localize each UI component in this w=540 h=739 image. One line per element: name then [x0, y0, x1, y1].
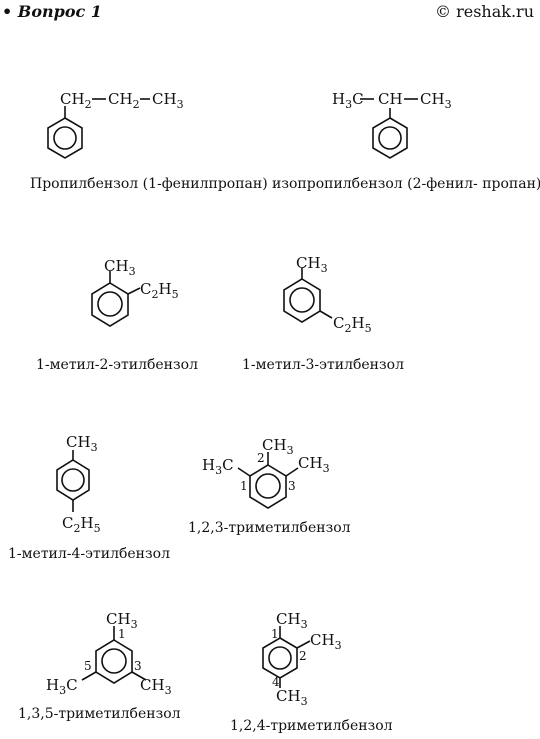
tm123-ch3-top: CH3: [262, 436, 294, 457]
caption-1-methyl-3-ethylbenzene: 1-метил-3-этилбензол: [242, 357, 404, 373]
caption-1-methyl-2-ethylbenzene: 1-метил-2-этилбензол: [36, 357, 198, 373]
propyl-ch2-1: CH2: [60, 90, 92, 111]
structure-1-2-4-trimethylbenzene: CH3 CH3 CH3 1 2 4: [262, 610, 342, 708]
tm124-ch3-top: CH3: [276, 610, 308, 631]
caption-1-2-4-trimethylbenzene: 1,2,4-триметилбензол: [230, 718, 393, 734]
structure-isopropylbenzene: H3C CH CH3: [332, 90, 452, 159]
tm123-h3c-left: H3C: [202, 456, 234, 477]
tm124-pos-1: 1: [271, 627, 279, 641]
m3e-ch3: CH3: [296, 254, 328, 275]
tm123-ch3-right: CH3: [298, 454, 330, 475]
isopropyl-ch: CH: [378, 90, 403, 108]
m4e-ch3: CH3: [66, 433, 98, 454]
tm135-pos-3: 3: [134, 659, 142, 673]
propyl-ch2-2: CH2: [108, 90, 140, 111]
structure-1-2-3-trimethylbenzene: CH3 H3C CH3 1 2 3: [202, 436, 330, 509]
tm135-pos-5: 5: [84, 659, 92, 673]
structure-1-methyl-2-ethylbenzene: CH3 C2H5: [91, 257, 179, 327]
tm124-pos-4: 4: [272, 675, 280, 689]
source-watermark: © reshak.ru: [435, 2, 534, 21]
caption-1-2-3-trimethylbenzene: 1,2,3-триметилбензол: [188, 520, 351, 536]
structure-propylbenzene: CH2 CH2 CH3: [47, 90, 184, 159]
isopropyl-h3c: H3C: [332, 90, 364, 111]
tm123-pos-2: 2: [257, 451, 265, 465]
tm135-ch3-right: CH3: [140, 676, 172, 697]
caption-1-methyl-4-ethylbenzene: 1-метил-4-этилбензол: [8, 546, 170, 562]
caption-isopropylbenzene: изопропилбензол (2-фенил- пропан): [272, 176, 540, 192]
question-heading: • Вопрос 1: [2, 2, 102, 21]
tm124-ch3-right: CH3: [310, 631, 342, 652]
m3e-c2h5: C2H5: [333, 314, 372, 335]
m2e-ch3: CH3: [104, 257, 136, 278]
tm123-pos-3: 3: [288, 479, 296, 493]
isopropyl-ch3: CH3: [420, 90, 452, 111]
structure-1-methyl-4-ethylbenzene: CH3 C2H5: [56, 433, 101, 535]
caption-propylbenzene: Пропилбензол (1-фенилпропан): [30, 176, 268, 192]
tm123-pos-1: 1: [240, 479, 248, 493]
m4e-c2h5: C2H5: [62, 514, 101, 535]
tm124-ch3-bottom: CH3: [276, 687, 308, 708]
m2e-c2h5: C2H5: [140, 280, 179, 301]
tm135-ch3-top: CH3: [106, 610, 138, 631]
tm124-pos-2: 2: [299, 649, 307, 663]
caption-1-3-5-trimethylbenzene: 1,3,5-триметилбензол: [18, 706, 181, 722]
tm135-h3c-left: H3C: [46, 676, 78, 697]
structure-1-3-5-trimethylbenzene: CH3 H3C CH3 1 5 3: [46, 610, 172, 697]
propyl-ch3: CH3: [152, 90, 184, 111]
tm135-pos-1: 1: [118, 627, 126, 641]
structure-1-methyl-3-ethylbenzene: CH3 C2H5: [283, 254, 372, 335]
